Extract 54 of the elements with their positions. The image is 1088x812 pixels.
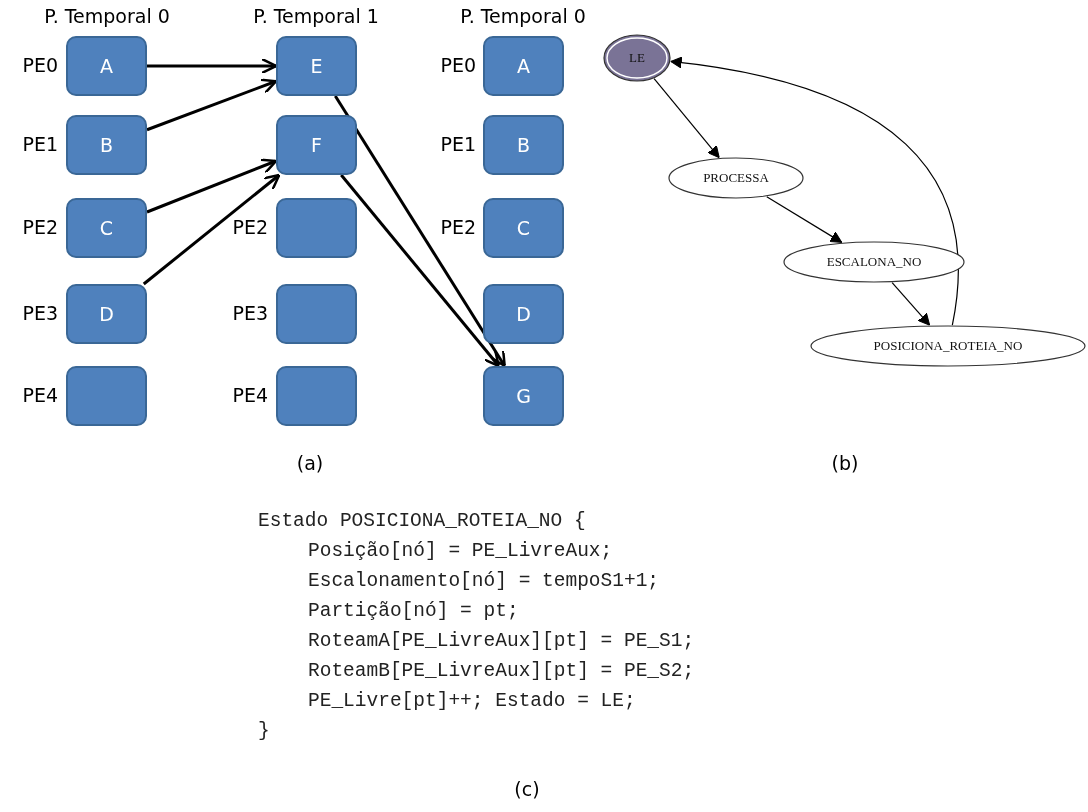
pe-label: PE2	[232, 216, 268, 238]
pe-label: PE4	[22, 384, 58, 406]
arrow	[334, 95, 506, 368]
arrow	[146, 158, 278, 214]
arrow	[891, 281, 931, 326]
arrow	[340, 174, 500, 368]
code-line: }	[258, 720, 270, 742]
pe-label: PE1	[22, 133, 58, 155]
code-line: PE_Livre[pt]++; Estado = LE;	[308, 690, 636, 712]
pe-box: D	[66, 284, 147, 344]
code-line: Partição[nó] = pt;	[308, 600, 519, 622]
state-ellipse: ESCALONA_NO	[783, 241, 965, 283]
pe-box: C	[66, 198, 147, 258]
code-line: Escalonamento[nó] = tempoS1+1;	[308, 570, 660, 592]
pe-box: B	[483, 115, 564, 175]
arrow	[653, 78, 720, 159]
empty-box	[276, 198, 357, 258]
pe-box: A	[483, 36, 564, 96]
pe-label: PE0	[22, 54, 58, 76]
code-line: Posição[nó] = PE_LivreAux;	[308, 540, 613, 562]
pe-label: PE3	[232, 302, 268, 324]
code-line: RoteamB[PE_LivreAux][pt] = PE_S2;	[308, 660, 695, 682]
arrow	[147, 57, 278, 75]
pe-box: F	[276, 115, 357, 175]
pe-label: PE3	[22, 302, 58, 324]
pe-box: B	[66, 115, 147, 175]
state-ellipse: LE	[603, 34, 671, 82]
state-ellipse: POSICIONA_ROTEIA_NO	[810, 325, 1086, 367]
pe-label: PE2	[22, 216, 58, 238]
column-heading: P. Temporal 1	[253, 5, 379, 27]
panel-label: (c)	[514, 778, 540, 800]
pe-box: D	[483, 284, 564, 344]
pe-label: PE2	[440, 216, 476, 238]
arrow	[142, 173, 281, 286]
pe-box: E	[276, 36, 357, 96]
empty-box	[276, 366, 357, 426]
arrow	[670, 56, 959, 326]
code-line: RoteamA[PE_LivreAux][pt] = PE_S1;	[308, 630, 695, 652]
pe-label: PE4	[232, 384, 268, 406]
pe-box: C	[483, 198, 564, 258]
arrow	[766, 196, 843, 243]
pe-box: A	[66, 36, 147, 96]
pe-label: PE0	[440, 54, 476, 76]
empty-box	[66, 366, 147, 426]
column-heading: P. Temporal 0	[460, 5, 586, 27]
panel-label: (b)	[831, 452, 859, 474]
pe-box: G	[483, 366, 564, 426]
pe-label: PE1	[440, 133, 476, 155]
empty-box	[276, 284, 357, 344]
arrow	[146, 78, 278, 132]
state-ellipse: PROCESSA	[668, 157, 804, 199]
code-line: Estado POSICIONA_ROTEIA_NO {	[258, 510, 586, 532]
panel-label: (a)	[296, 452, 324, 474]
column-heading: P. Temporal 0	[44, 5, 170, 27]
